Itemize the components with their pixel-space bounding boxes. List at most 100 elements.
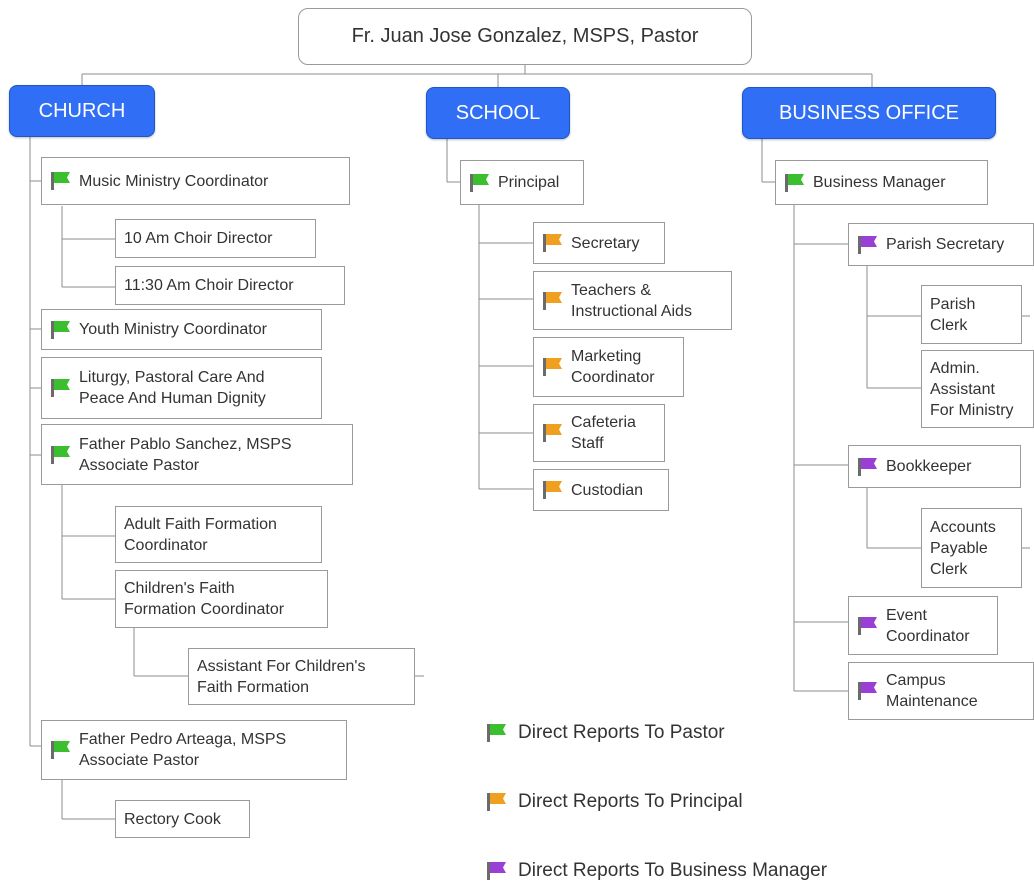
teachers-instructional-aids: Teachers & Instructional Aids	[533, 271, 732, 330]
purple-flag-icon	[857, 616, 879, 636]
node-label: Business Manager	[813, 174, 946, 191]
green-flag-icon	[50, 378, 72, 398]
legend-business-manager: Direct Reports To Business Manager	[486, 860, 827, 882]
node-label: Rectory Cook	[124, 810, 221, 828]
node-label-line-1: Assistant For Children's	[197, 657, 366, 675]
business-manager: Business Manager	[775, 160, 988, 205]
school-department: SCHOOL	[426, 87, 570, 139]
node-label-line-3: For Ministry	[930, 401, 1014, 419]
node-label-line-1: Cafeteria	[571, 414, 636, 431]
green-flag-icon	[784, 173, 806, 193]
green-flag-icon	[50, 740, 72, 760]
bookkeeper: Bookkeeper	[848, 445, 1021, 488]
pastor-name: Fr. Juan Jose Gonzalez, MSPS, Pastor	[351, 25, 699, 47]
node-label-line-1: Liturgy, Pastoral Care And	[79, 369, 265, 386]
orange-flag-icon	[542, 357, 564, 377]
green-flag-icon	[486, 723, 508, 743]
node-label: Custodian	[571, 481, 644, 499]
node-label-line-1: Adult Faith Formation	[124, 515, 277, 533]
legend-label: Direct Reports To Pastor	[518, 722, 725, 743]
node-label-line-1: Father Pablo Sanchez, MSPS	[79, 435, 292, 453]
node-label: Music Ministry Coordinator	[79, 172, 269, 190]
green-flag-icon	[50, 320, 72, 340]
principal: Principal	[460, 160, 584, 205]
legend-pastor: Direct Reports To Pastor	[486, 722, 725, 744]
orange-flag-icon	[542, 480, 564, 500]
node-label: Principal	[498, 174, 560, 191]
node-label-line-2: Peace And Human Dignity	[79, 390, 266, 407]
node-label-line-2: Associate Pastor	[79, 752, 200, 769]
custodian: Custodian	[533, 469, 669, 511]
father-pedro-arteaga: Father Pedro Arteaga, MSPS Associate Past…	[41, 720, 347, 780]
node-label-line-2: Maintenance	[886, 693, 978, 710]
business-office-label: BUSINESS OFFICE	[778, 101, 960, 124]
node-label-line-1: Children's Faith	[124, 580, 235, 597]
legend-principal: Direct Reports To Principal	[486, 791, 743, 813]
node-label-line-1: Father Pedro Arteaga, MSPS	[79, 731, 287, 748]
orange-flag-icon	[542, 423, 564, 443]
school-label: SCHOOL	[455, 101, 541, 124]
rectory-cook: Rectory Cook	[115, 800, 250, 838]
legend-label: Direct Reports To Business Manager	[518, 860, 828, 881]
school-secretary: Secretary	[533, 222, 665, 264]
node-label-line-2: Coordinator	[571, 369, 655, 386]
node-label-line-2: Assistant	[930, 380, 995, 398]
orange-flag-icon	[542, 233, 564, 253]
node-label-line-1: Marketing	[571, 348, 642, 365]
orange-flag-icon	[486, 792, 508, 812]
legend-label: Direct Reports To Principal	[518, 791, 743, 812]
node-label-line-2: Faith Formation	[197, 678, 310, 696]
node-label-line-2: Formation Coordinator	[124, 601, 285, 618]
purple-flag-icon	[486, 861, 508, 881]
purple-flag-icon	[857, 235, 879, 255]
node-label: Youth Ministry Coordinator	[79, 321, 267, 338]
node-label-line-2: Clerk	[930, 316, 968, 334]
purple-flag-icon	[857, 457, 879, 477]
father-pablo-sanchez: Father Pablo Sanchez, MSPS Associate Past…	[41, 424, 353, 485]
music-ministry-coordinator: Music Ministry Coordinator	[41, 157, 350, 205]
node-label-line-1: Event	[886, 606, 927, 624]
purple-flag-icon	[857, 681, 879, 701]
node-label-line-2: Staff	[571, 435, 604, 452]
green-flag-icon	[469, 173, 491, 193]
church-department: CHURCH	[9, 85, 155, 137]
node-label: Bookkeeper	[886, 458, 972, 475]
choir-director-10am: 10 Am Choir Director	[115, 219, 316, 258]
node-label-line-2: Associate Pastor	[79, 456, 200, 474]
pastor-node: Fr. Juan Jose Gonzalez, MSPS, Pastor	[298, 8, 752, 65]
node-label-line-1: Teachers &	[571, 281, 652, 299]
green-flag-icon	[50, 445, 72, 465]
youth-ministry-coordinator: Youth Ministry Coordinator	[41, 309, 322, 350]
node-label-line-1: Admin.	[930, 359, 980, 377]
business-office-department: BUSINESS OFFICE	[742, 87, 996, 139]
orange-flag-icon	[542, 291, 564, 311]
node-label: 11:30 Am Choir Director	[124, 277, 294, 294]
choir-director-1130am: 11:30 Am Choir Director	[115, 266, 345, 305]
node-label: Secretary	[571, 234, 640, 252]
church-label: CHURCH	[38, 99, 126, 122]
node-label-line-2: Instructional Aids	[571, 302, 692, 320]
node-label-line-3: Clerk	[930, 560, 968, 578]
node-label-line-1: Accounts	[930, 518, 996, 536]
node-label-line-1: Campus	[886, 672, 946, 689]
node-label-line-2: Payable	[930, 539, 988, 557]
green-flag-icon	[50, 171, 72, 191]
node-label: 10 Am Choir Director	[124, 230, 273, 247]
node-label: Parish Secretary	[886, 236, 1005, 253]
parish-secretary: Parish Secretary	[848, 223, 1034, 266]
node-label-line-2: Coordinator	[886, 627, 970, 645]
node-label-line-1: Parish	[930, 295, 976, 313]
node-label-line-2: Coordinator	[124, 536, 208, 554]
